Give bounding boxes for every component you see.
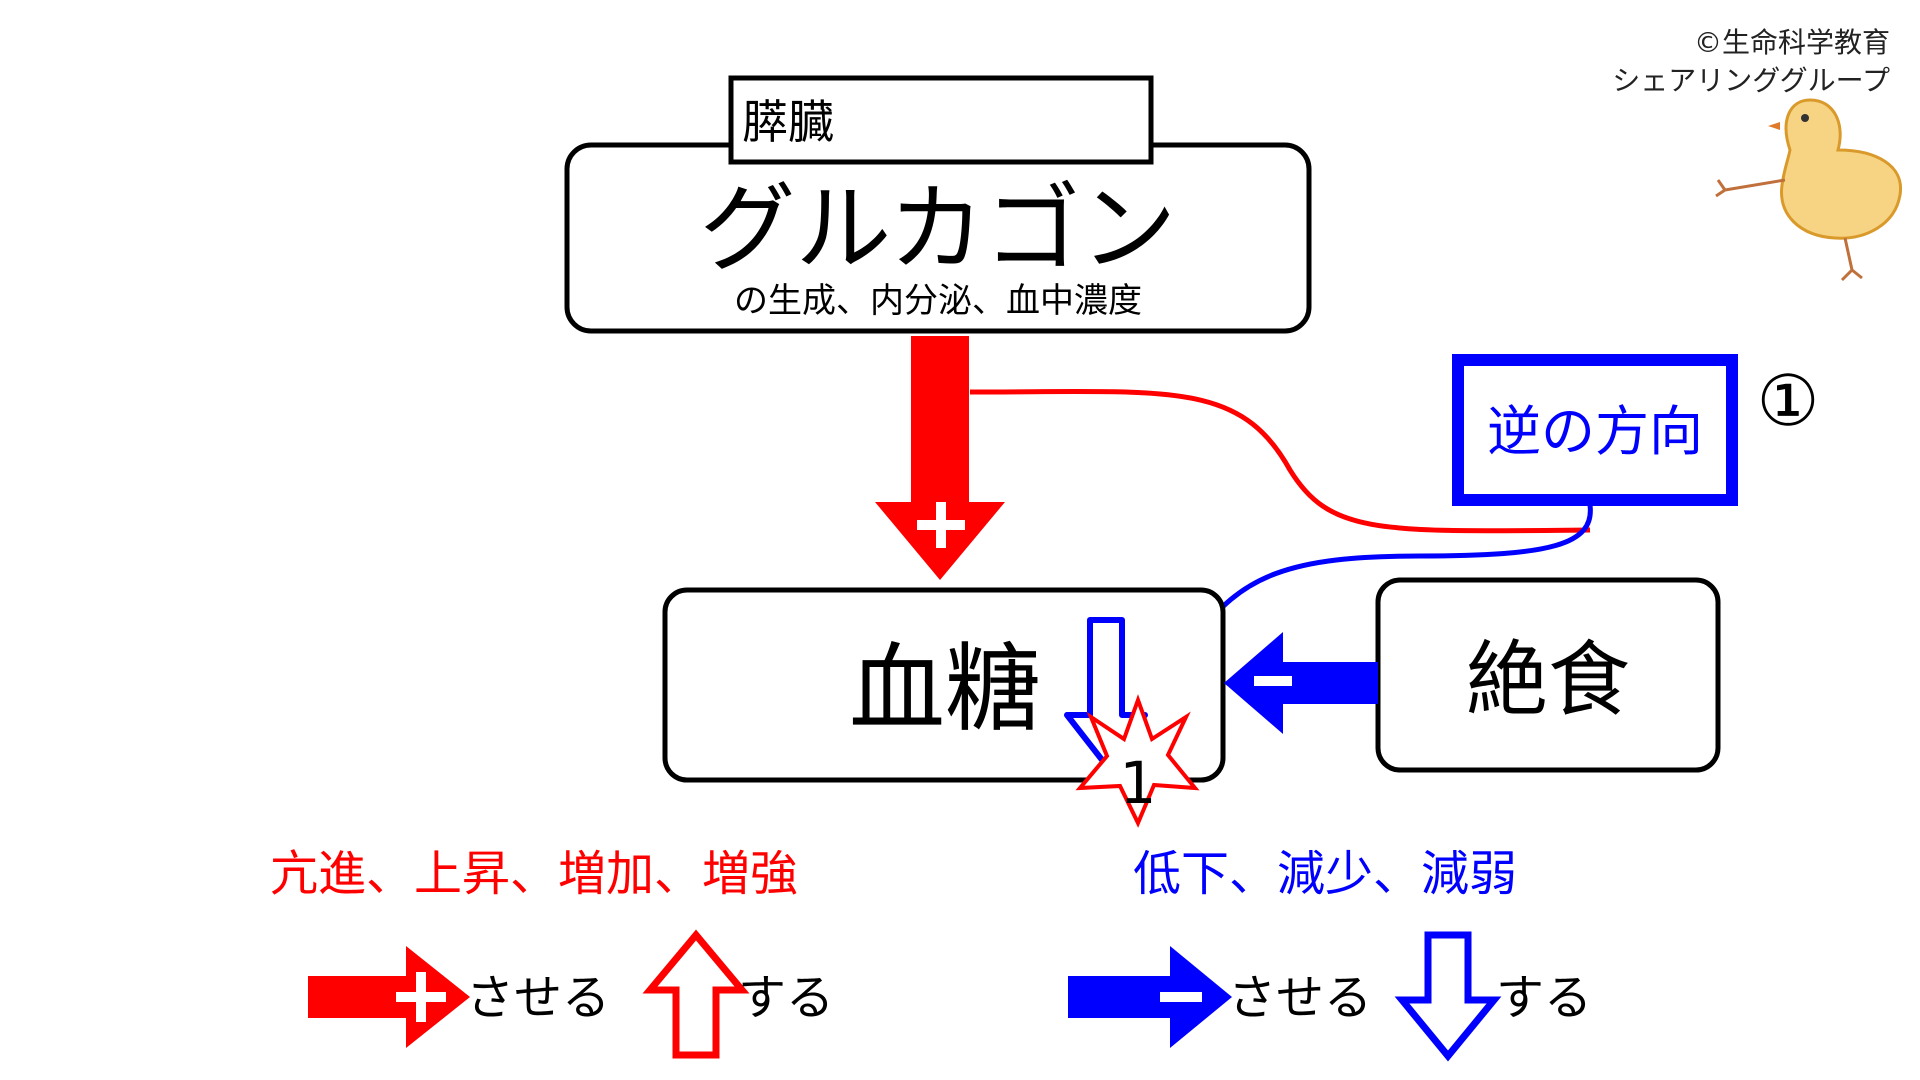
pancreas-label-box [728,75,1154,165]
pancreas-label: 膵臓 [742,95,834,149]
credit-line-1: ©生命科学教育 [1694,26,1890,59]
chick-illustration [1715,98,1903,282]
increase-terms: 亢進、上昇、増加、増強 [270,846,798,902]
reverse-direction-label: 逆の方向 [1487,400,1703,463]
plus-sign-icon [917,502,965,548]
decrease-terms: 低下、減少、減弱 [1133,846,1517,902]
circled-number: ① [1757,360,1820,442]
legend-red-causes-label: させる [466,970,610,1026]
blood-sugar-label: 血糖 [849,633,1041,745]
starburst-number: 1 [1120,749,1157,817]
glucagon-title: グルカゴン [699,173,1176,285]
legend-red-up-arrow [642,929,750,1059]
legend-red-does-label: する [738,970,834,1026]
reverse-direction-box [1452,354,1738,506]
legend-red-plus-arrow [308,946,470,1048]
starburst-icon [1075,694,1200,828]
fasting-label: 絶食 [1466,633,1630,728]
glucagon-subtitle: の生成、内分泌、血中濃度 [734,281,1142,321]
legend-blue-causes-label: させる [1228,970,1372,1026]
legend-blue-minus-arrow [1068,946,1232,1048]
legend-blue-does-label: する [1496,970,1592,1026]
red-connector-curve [969,388,1591,534]
minus-sign-icon [1254,676,1292,686]
credit-line-2: シェアリンググループ [1612,64,1890,97]
legend-blue-down-arrow [1394,931,1502,1062]
blue-inhibition-arrow [1224,632,1378,734]
